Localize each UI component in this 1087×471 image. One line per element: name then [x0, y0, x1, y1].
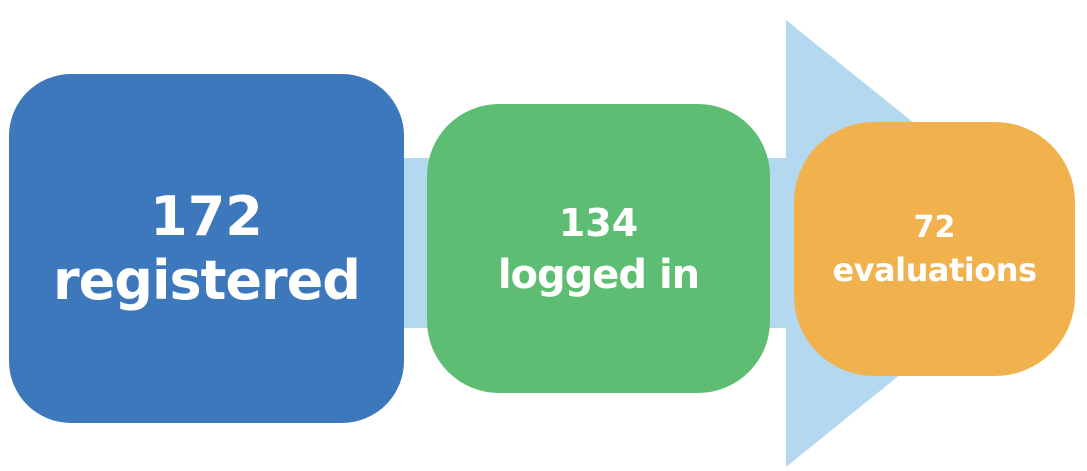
stage-logged-in: 134 logged in [427, 104, 770, 393]
stage-evaluations-label: evaluations [832, 251, 1037, 289]
stage-evaluations: 72 evaluations [794, 122, 1075, 376]
stage-logged-in-label: logged in [497, 251, 700, 298]
stage-registered: 172 registered [9, 74, 404, 423]
stage-evaluations-value: 72 [913, 210, 956, 245]
stage-registered-label: registered [53, 248, 361, 312]
stage-registered-value: 172 [150, 184, 263, 248]
stage-logged-in-value: 134 [558, 200, 639, 245]
